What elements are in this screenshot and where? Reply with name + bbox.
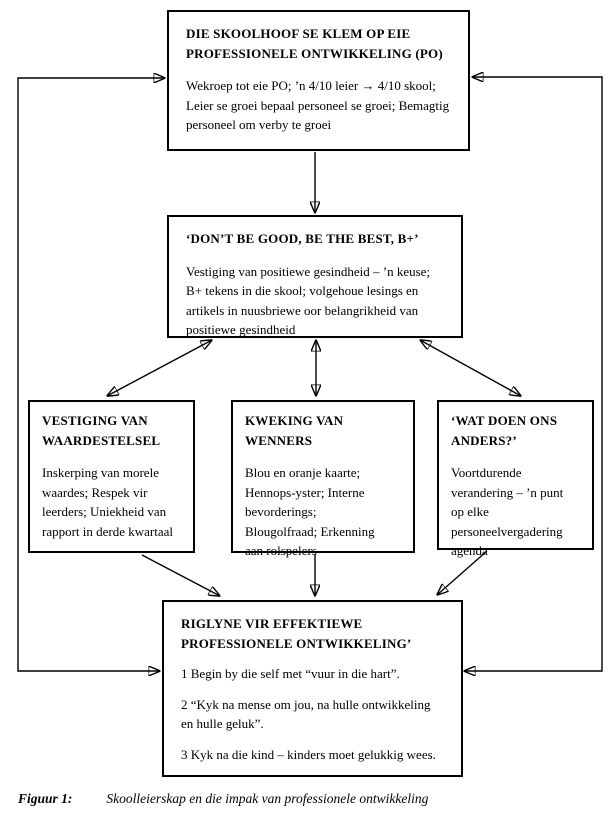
- box-riglyne: RIGLYNE VIR EFFEKTIEWE PROFESSIONELE ONT…: [162, 600, 463, 777]
- box-principal-po-body: Wekroep tot eie PO; ’n 4/10 leier → 4/10…: [186, 78, 450, 132]
- figure-caption-text: Skoolleierskap en die impak van professi…: [106, 791, 429, 806]
- arrow-bplus-anders: [420, 340, 521, 396]
- feedback-arrow-left: [17, 78, 165, 671]
- box-anders-body: Voortdurende verandering – ’n punt op el…: [451, 465, 564, 558]
- box-anders-title: ‘WAT DOEN ONS ANDERS?’: [451, 413, 558, 448]
- box-riglyne-title: RIGLYNE VIR EFFEKTIEWE PROFESSIONELE ONT…: [181, 616, 412, 651]
- box-principal-po-title: DIE SKOOLHOOF SE KLEM OP EIE PROFESSIONE…: [186, 26, 443, 61]
- box-waardestelsel: VESTIGING VAN WAARDESTELSEL Inskerping v…: [28, 400, 195, 553]
- box-wenners: KWEKING VAN WENNERS Blou en oranje kaart…: [231, 400, 415, 558]
- feedback-arrow-right: [464, 77, 603, 671]
- riglyne-item-3: 3 Kyk na die kind – kinders moet gelukki…: [181, 746, 436, 762]
- figure-caption: Figuur 1: Skoolleierskap en die impak van…: [18, 791, 428, 807]
- box-be-the-best-title: ‘DON’T BE GOOD, BE THE BEST, B+’: [186, 231, 419, 246]
- box-waardestelsel-body: Inskerping van morele waardes; Respek vi…: [42, 465, 174, 539]
- box-be-the-best-body: Vestiging van positiewe gesindheid – ’n …: [186, 263, 431, 338]
- box-wenners-body: Blou en oranje kaarte; Hennops-yster; In…: [245, 465, 375, 558]
- box-be-the-best: ‘DON’T BE GOOD, BE THE BEST, B+’ Vestigi…: [167, 215, 463, 338]
- box-principal-po: DIE SKOOLHOOF SE KLEM OP EIE PROFESSIONE…: [167, 10, 470, 151]
- arrow-waardestelsel-riglyne: [141, 554, 220, 596]
- riglyne-item-2: 2 “Kyk na mense om jou, na hulle ontwikk…: [181, 696, 431, 731]
- figure-caption-label: Figuur 1:: [18, 791, 73, 806]
- box-wenners-title: KWEKING VAN WENNERS: [245, 413, 344, 448]
- box-waardestelsel-title: VESTIGING VAN WAARDESTELSEL: [42, 413, 161, 448]
- riglyne-item-1: 1 Begin by die self met “vuur in die har…: [181, 666, 400, 681]
- arrow-bplus-waardestelsel: [107, 340, 212, 396]
- box-anders: ‘WAT DOEN ONS ANDERS?’ Voortdurende vera…: [437, 400, 594, 558]
